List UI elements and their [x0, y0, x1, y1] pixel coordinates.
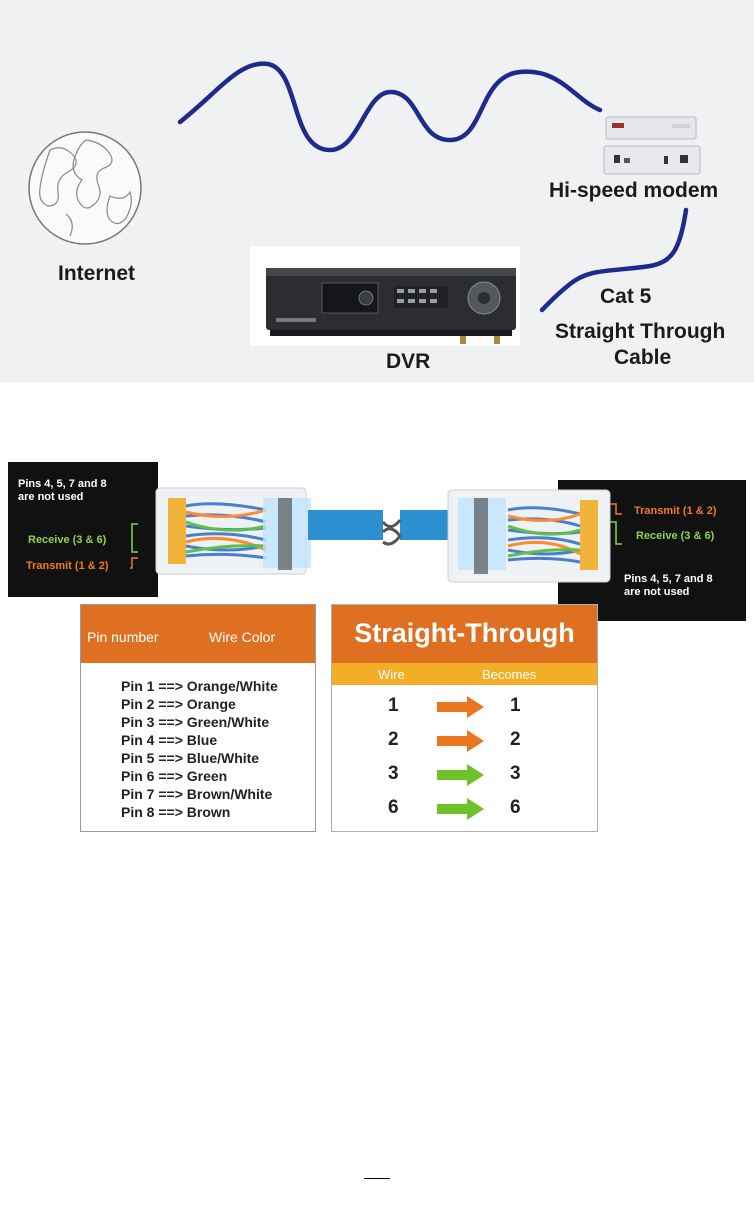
straight-through-table: Straight-Through Wire Becomes 1 1 2 2 3 … [331, 604, 598, 832]
wire-value: 2 [388, 729, 399, 750]
right-plug-icon [447, 489, 611, 583]
orange-arrow-icon [437, 730, 484, 752]
pin-row: Pin 4 ==> Blue [121, 732, 218, 748]
left-note-line2: are not used [18, 491, 84, 503]
left-plug-icon [155, 487, 311, 575]
pin-row: Pin 8 ==> Brown [121, 804, 231, 820]
becomes-value: 1 [510, 695, 521, 716]
network-diagram: Internet Hi-speed modem DVR Cat 5 Straig… [0, 0, 754, 382]
straight-through-subheader: Wire Becomes [332, 663, 597, 685]
modem-icon [603, 116, 701, 175]
left-note-line1: Pins 4, 5, 7 and 8 [18, 478, 107, 490]
dvr-label: DVR [386, 350, 431, 373]
wire-value: 3 [388, 763, 399, 784]
pin-row: Pin 2 ==> Orange [121, 696, 236, 712]
pin-table-header: Pin number Wire Color [81, 605, 315, 663]
becomes-value: 6 [510, 797, 521, 818]
cat5-cable [539, 207, 689, 313]
straight-row: 2 2 [332, 729, 597, 759]
rj45-cable-illustration: Pins 4, 5, 7 and 8 are not used Receive … [8, 462, 746, 622]
orange-arrow-icon [437, 696, 484, 718]
green-arrow-icon [437, 764, 484, 786]
cable-label-type: Straight Through [555, 320, 726, 343]
dvr-icon [250, 246, 520, 346]
wire-color-header: Wire Color [209, 629, 276, 645]
cable-graphics [130, 487, 622, 583]
pin-list: Pin 1 ==> Orange/White Pin 2 ==> Orange … [121, 677, 278, 821]
pin-row: Pin 5 ==> Blue/White [121, 750, 260, 766]
green-arrow-icon [437, 798, 484, 820]
footer-rule [364, 1178, 390, 1179]
globe-icon [28, 131, 142, 245]
right-note-line1: Pins 4, 5, 7 and 8 [624, 573, 713, 585]
right-note-line2: are not used [624, 586, 690, 598]
cable-label-cable: Cable [614, 346, 672, 369]
left-receive-label: Receive (3 & 6) [28, 534, 107, 546]
pin-row: Pin 3 ==> Green/White [121, 714, 270, 730]
pin-row: Pin 6 ==> Green [121, 768, 228, 784]
becomes-value: 3 [510, 763, 521, 784]
internet-label: Internet [58, 262, 136, 285]
pin-number-header: Pin number [87, 629, 159, 645]
cable-jacket [308, 510, 383, 540]
wire-value: 1 [388, 695, 399, 716]
internet-cable [177, 61, 603, 153]
network-graphics [28, 61, 701, 346]
pin-row: Pin 7 ==> Brown/White [121, 786, 273, 802]
wire-value: 6 [388, 797, 399, 818]
becomes-column-header: Becomes [482, 667, 537, 682]
straight-row: 6 6 [332, 797, 597, 827]
left-label-panel [8, 462, 158, 597]
becomes-value: 2 [510, 729, 521, 750]
right-transmit-label: Transmit (1 & 2) [634, 505, 717, 517]
modem-label: Hi-speed modem [549, 179, 719, 202]
straight-row: 3 3 [332, 763, 597, 793]
wire-column-header: Wire [378, 667, 405, 682]
straight-row: 1 1 [332, 695, 597, 725]
pin-row: Pin 1 ==> Orange/White [121, 678, 278, 694]
cable-label-cat5: Cat 5 [600, 285, 652, 308]
right-receive-label: Receive (3 & 6) [636, 530, 715, 542]
left-transmit-label: Transmit (1 & 2) [26, 560, 109, 572]
pin-color-table: Pin number Wire Color Pin 1 ==> Orange/W… [80, 604, 316, 832]
straight-through-title: Straight-Through [332, 605, 597, 663]
